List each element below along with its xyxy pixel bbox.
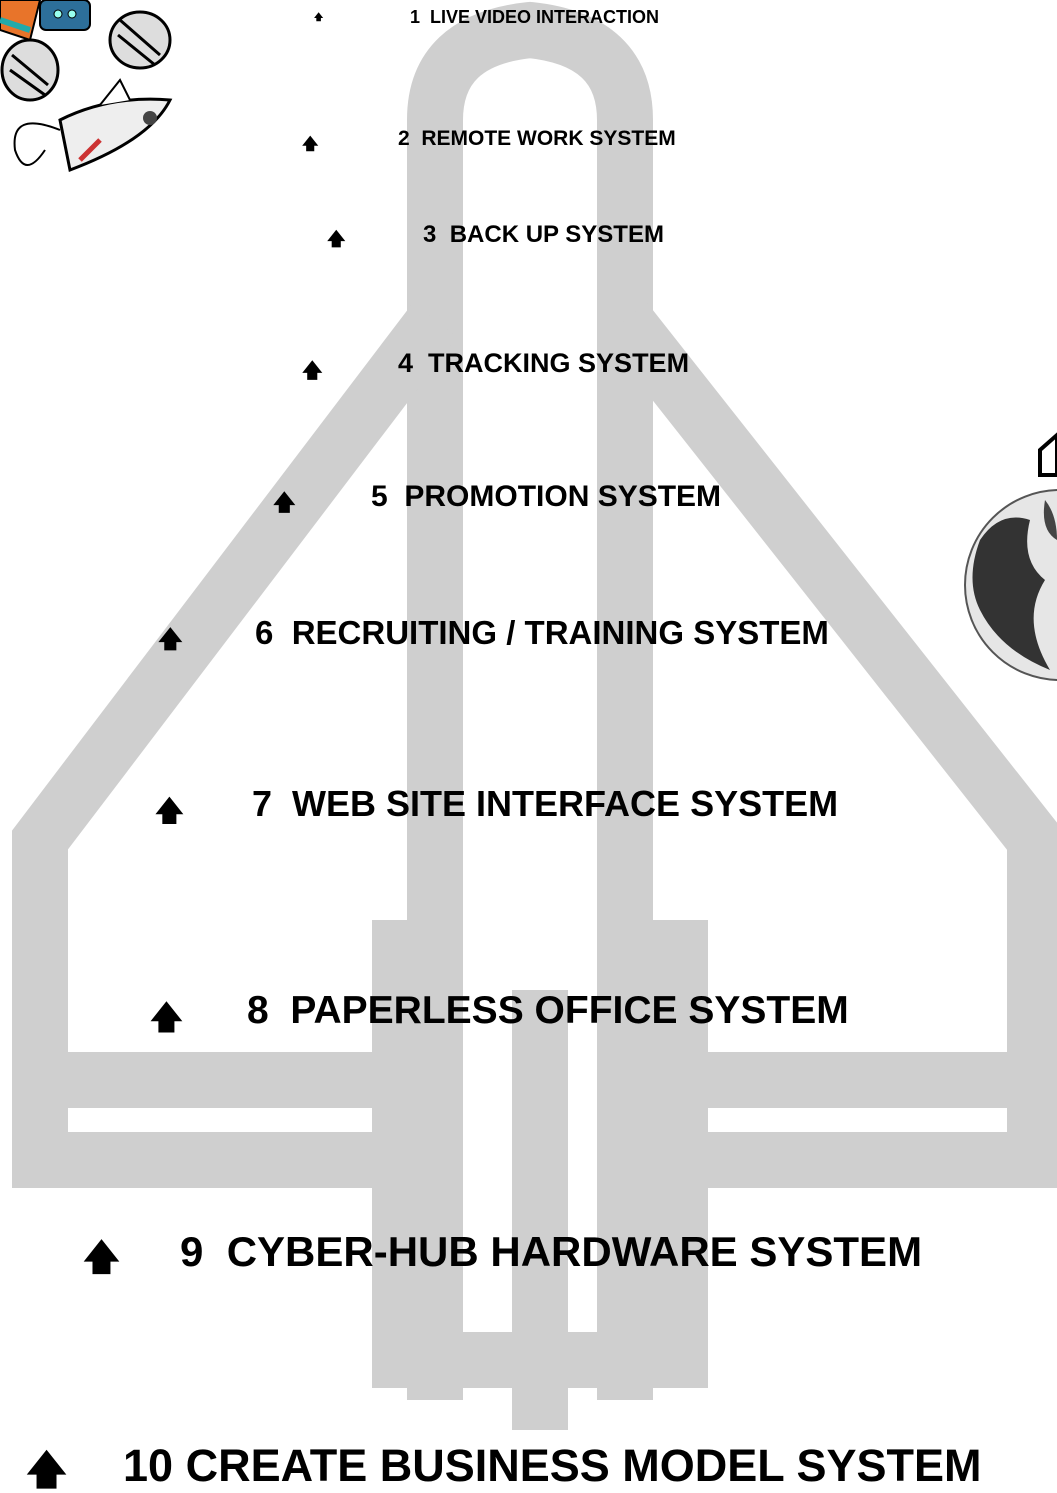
step-title: PROMOTION SYSTEM	[404, 480, 722, 513]
up-arrow-icon: 🡅	[83, 1237, 121, 1278]
step-number: 10	[123, 1440, 174, 1491]
up-arrow-icon: 🡅	[302, 358, 323, 382]
step-title: LIVE VIDEO INTERACTION	[430, 7, 660, 27]
step-gap	[272, 783, 292, 824]
step-9-label: 9 CYBER-HUB HARDWARE SYSTEM	[180, 1231, 922, 1273]
step-title: TRACKING SYSTEM	[428, 348, 690, 378]
step-6-label: 6 RECRUITING / TRAINING SYSTEM	[255, 616, 829, 649]
step-title: CYBER-HUB HARDWARE SYSTEM	[226, 1228, 923, 1275]
step-8-label: 8 PAPERLESS OFFICE SYSTEM	[247, 991, 849, 1030]
up-arrow-icon: 🡅	[26, 1447, 68, 1493]
rocket-base	[380, 1360, 680, 1366]
step-gap	[436, 221, 449, 248]
step-4-label: 4 TRACKING SYSTEM	[398, 350, 689, 377]
step-number: 3	[423, 221, 437, 248]
step-number: 1	[410, 7, 421, 27]
up-arrow-icon: 🡅	[155, 794, 184, 827]
step-gap	[410, 127, 422, 150]
step-title: REMOTE WORK SYSTEM	[421, 127, 676, 150]
up-arrow-icon: 🡅	[302, 134, 319, 153]
rocket-body	[407, 1, 653, 1400]
globe-icon	[964, 432, 1057, 681]
step-2-label: 2 REMOTE WORK SYSTEM	[398, 128, 676, 149]
up-arrow-icon: 🡅	[150, 998, 183, 1036]
step-title: WEB SITE INTERFACE SYSTEM	[292, 783, 839, 824]
step-title: CREATE BUSINESS MODEL SYSTEM	[185, 1440, 982, 1491]
step-gap	[203, 1228, 226, 1275]
step-number: 2	[398, 127, 410, 150]
step-gap	[273, 614, 291, 651]
step-number: 5	[371, 480, 388, 513]
step-title: RECRUITING / TRAINING SYSTEM	[291, 614, 829, 651]
step-number: 9	[180, 1228, 204, 1275]
up-arrow-icon: 🡅	[273, 491, 296, 516]
step-5-label: 5 PROMOTION SYSTEM	[371, 482, 721, 512]
step-number: 4	[398, 348, 414, 378]
step-gap	[388, 480, 405, 513]
step-3-label: 3 BACK UP SYSTEM	[423, 223, 664, 247]
up-arrow-icon: 🡅	[158, 625, 183, 653]
step-title: PAPERLESS OFFICE SYSTEM	[290, 989, 849, 1032]
step-10-label: 10 CREATE BUSINESS MODEL SYSTEM	[123, 1443, 982, 1488]
robot-astronaut-with-spaceship-icon	[0, 0, 173, 173]
step-number: 7	[252, 783, 273, 824]
step-number: 8	[247, 989, 269, 1032]
step-gap	[413, 348, 428, 378]
up-arrow-icon: 🡅	[314, 13, 324, 23]
rocket-right-wing	[603, 302, 1057, 1188]
step-gap	[269, 989, 291, 1032]
step-gap	[173, 1440, 186, 1491]
rocket-left-wing	[12, 303, 458, 1188]
step-gap	[420, 7, 430, 27]
step-title: BACK UP SYSTEM	[449, 221, 664, 248]
step-number: 6	[255, 614, 274, 651]
step-1-label: 1 LIVE VIDEO INTERACTION	[410, 8, 659, 26]
up-arrow-icon: 🡅	[327, 229, 346, 250]
step-7-label: 7 WEB SITE INTERFACE SYSTEM	[252, 786, 838, 822]
